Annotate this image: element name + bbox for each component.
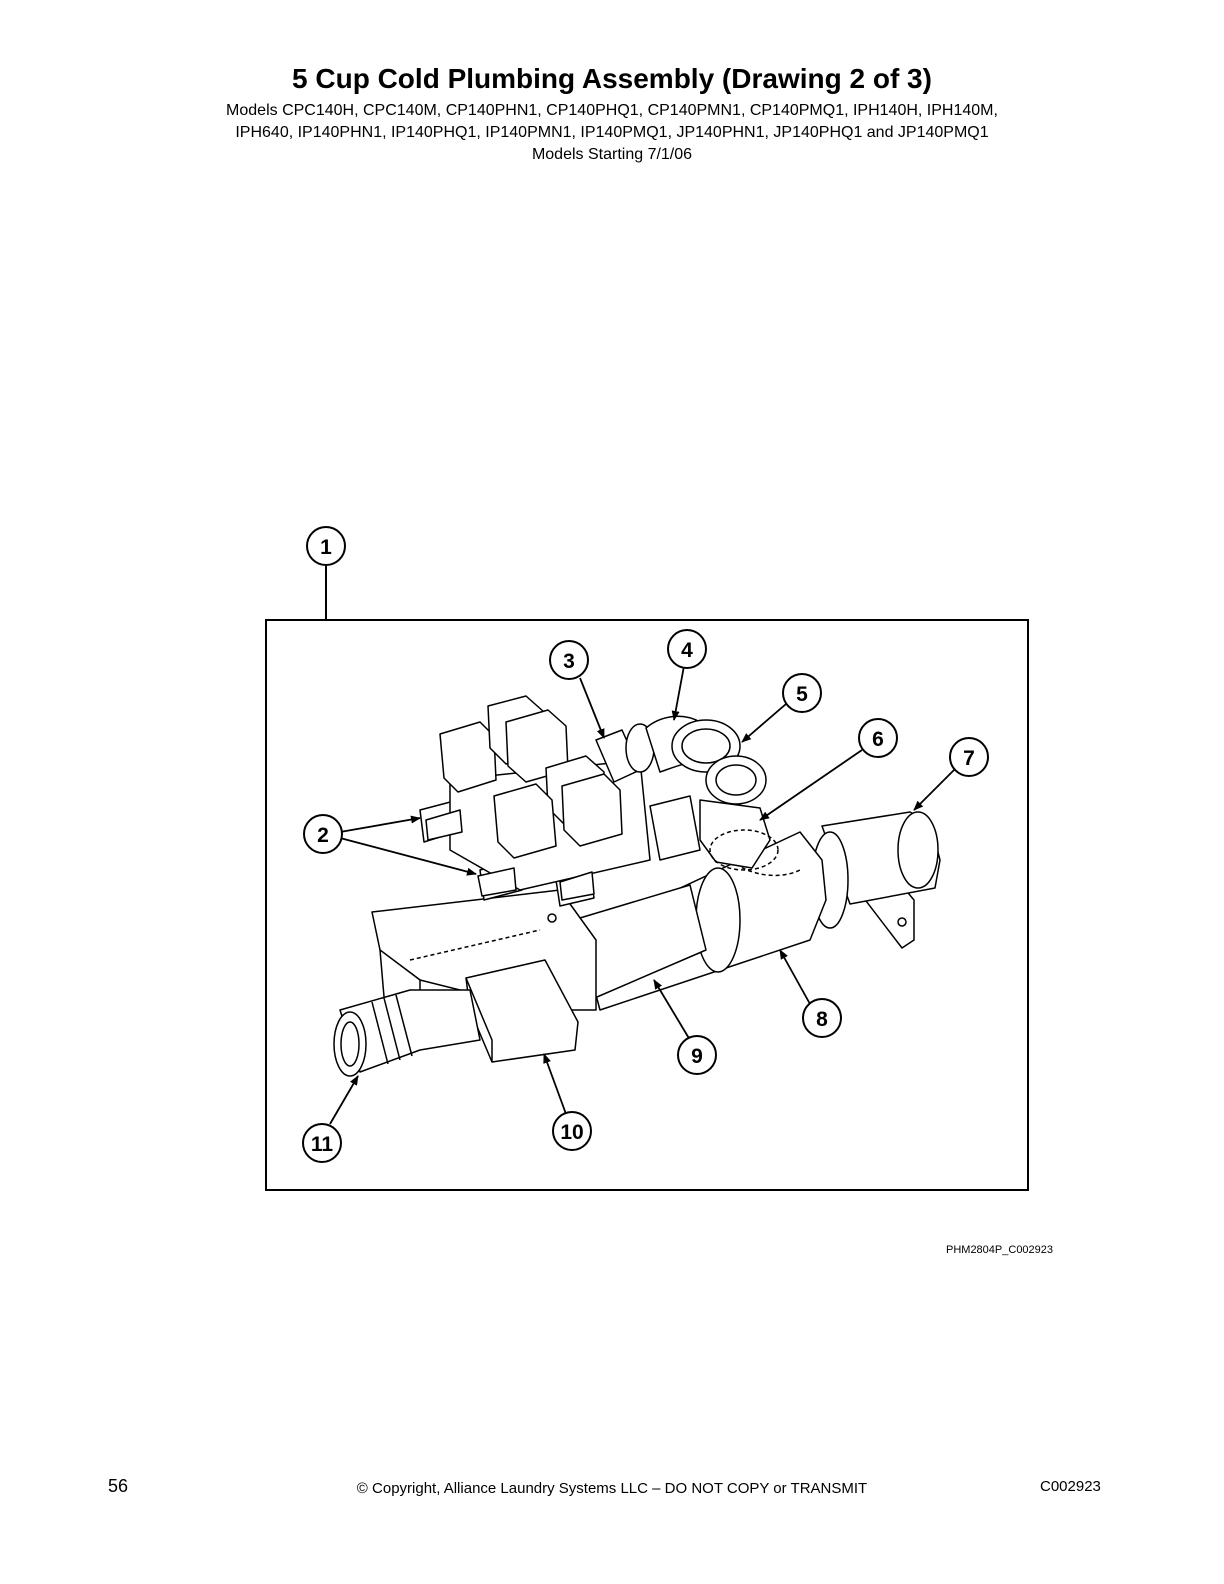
elbow-5-inner xyxy=(681,728,731,764)
callout-7-label: 7 xyxy=(963,747,975,770)
callout-6-label: 6 xyxy=(872,728,884,751)
callout-6: 6 xyxy=(858,718,898,758)
leader-line-10 xyxy=(543,1053,567,1115)
callout-4: 4 xyxy=(667,629,707,669)
models-line-1: Models CPC140H, CPC140M, CP140PHN1, CP14… xyxy=(226,102,998,119)
leader-lines xyxy=(329,665,955,1125)
parts-drawing xyxy=(333,695,941,1077)
hex-nut-edge xyxy=(465,977,493,1062)
callout-8: 8 xyxy=(802,998,842,1038)
callout-4-label: 4 xyxy=(681,639,693,662)
callout-9-label: 9 xyxy=(691,1045,703,1068)
leader-line-2b xyxy=(339,837,477,876)
clamp-ring xyxy=(695,867,741,973)
callout-1-label: 1 xyxy=(320,536,332,559)
callout-11-label: 11 xyxy=(311,1133,334,1156)
leader-line-9 xyxy=(653,979,691,1041)
block-screw xyxy=(547,913,557,923)
callout-3: 3 xyxy=(549,640,589,680)
outlet-tube-end xyxy=(897,811,939,889)
callout-5-label: 5 xyxy=(796,683,808,706)
block-hidden-edge xyxy=(409,929,541,961)
callout-9: 9 xyxy=(677,1035,717,1075)
nozzle-2b xyxy=(477,867,517,897)
callout-10: 10 xyxy=(552,1111,592,1151)
drawing-code: PHM2804P_C002923 xyxy=(946,1244,1054,1256)
thread-line xyxy=(383,997,401,1061)
solenoid-coil xyxy=(561,773,623,847)
nozzle-2a xyxy=(425,809,463,841)
elbow-5-lower-inner xyxy=(715,764,757,796)
callout-2: 2 xyxy=(303,814,343,854)
callout-1: 1 xyxy=(306,526,346,566)
callout-8-label: 8 xyxy=(816,1008,828,1031)
assembly-frame xyxy=(265,619,1029,1191)
thread-line xyxy=(371,1001,389,1065)
document-code: C002923 xyxy=(1040,1478,1101,1495)
leader-line-8 xyxy=(779,949,811,1005)
solenoid-coil xyxy=(493,783,557,859)
callout-5: 5 xyxy=(782,673,822,713)
leader-line-4 xyxy=(671,665,685,721)
page-title: 5 Cup Cold Plumbing Assembly (Drawing 2 … xyxy=(292,63,932,94)
inlet-fitting-11 xyxy=(339,989,481,1073)
callout-11: 11 xyxy=(302,1123,342,1163)
leader-line-6 xyxy=(759,749,863,821)
thread-line xyxy=(395,994,413,1057)
tee-hidden-edge xyxy=(709,829,779,871)
nozzle-2c xyxy=(559,871,595,901)
leader-line-2a xyxy=(339,815,421,833)
leader-line-3 xyxy=(579,677,605,739)
flange-hole xyxy=(897,917,907,927)
leader-line-5 xyxy=(741,703,787,743)
leader-line-11 xyxy=(329,1075,359,1125)
fitting-6 xyxy=(699,799,771,869)
page-number: 56 xyxy=(108,1476,129,1496)
inlet-opening-inner xyxy=(340,1021,360,1067)
callout-3-label: 3 xyxy=(563,650,575,673)
nut-6 xyxy=(649,795,701,861)
callout-2-label: 2 xyxy=(317,824,329,847)
callout-10-label: 10 xyxy=(560,1121,583,1144)
solenoid-coil xyxy=(439,721,497,793)
models-start-date: Models Starting 7/1/06 xyxy=(531,146,693,163)
models-line-2: IPH640, IP140PHN1, IP140PHQ1, IP140PMN1,… xyxy=(235,124,989,141)
leader-line-7 xyxy=(913,769,955,811)
copyright-notice: © Copyright, Alliance Laundry Systems LL… xyxy=(356,1480,868,1497)
callout-7: 7 xyxy=(949,737,989,777)
